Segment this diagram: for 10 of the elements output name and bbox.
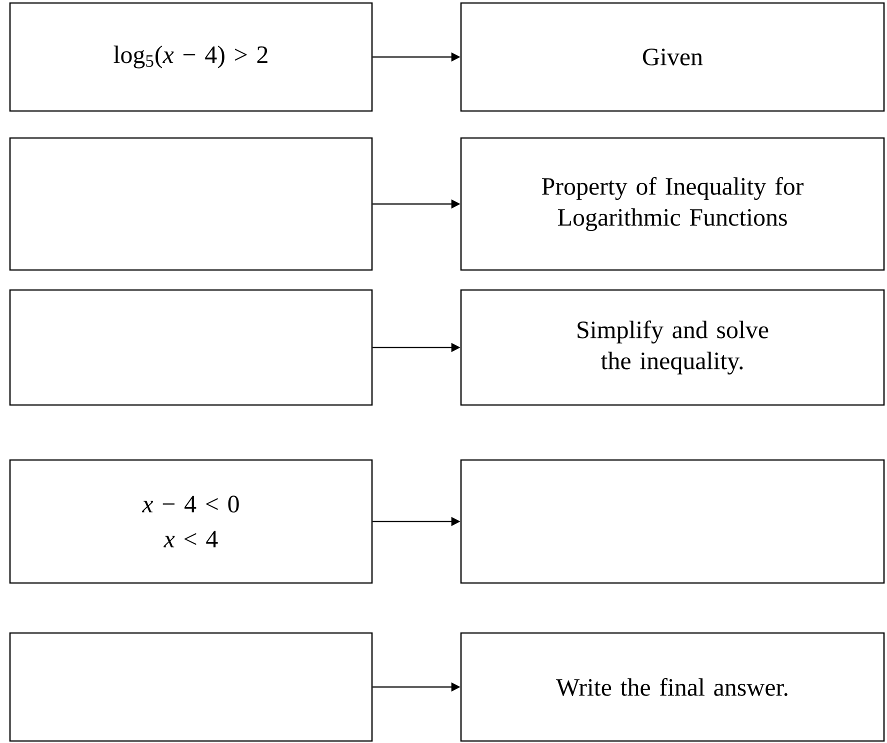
text-box: x − 4 < 0 x < 4 [9, 459, 373, 584]
text-box: log$_{5}$(x − 4) > 2 [9, 2, 373, 112]
text-box: Write the final answer. [460, 632, 885, 742]
empty-box [9, 289, 373, 406]
text-box: Given [460, 2, 885, 112]
text-box: Property of Inequality for Logarithmic Functions [460, 137, 885, 271]
text-box: Simplify and solve the inequality. [460, 289, 885, 406]
empty-box [460, 459, 885, 584]
empty-box [9, 632, 373, 742]
empty-box [9, 137, 373, 271]
